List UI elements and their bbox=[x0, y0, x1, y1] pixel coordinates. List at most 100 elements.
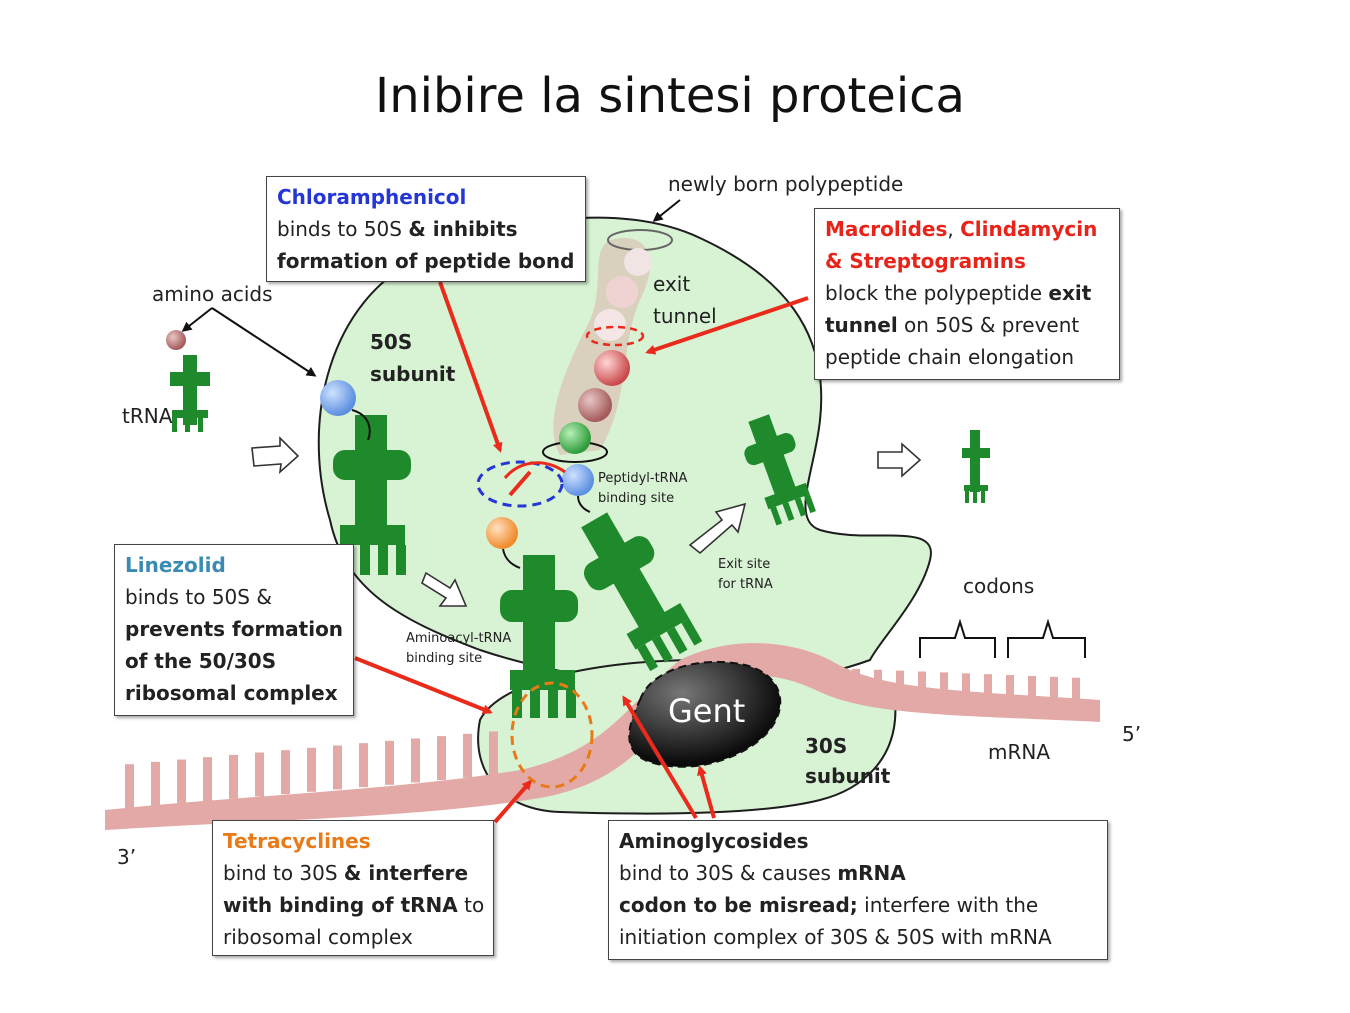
trna-exiting bbox=[744, 414, 816, 526]
mrna-tooth bbox=[1072, 677, 1080, 702]
tetracyclines-box: Tetracyclines bind to 30S & interfere wi… bbox=[212, 820, 494, 956]
amino-acid-blue bbox=[320, 380, 356, 416]
polypeptide-bead bbox=[624, 248, 652, 276]
peptidyl-site-label-1: Peptidyl-tRNA bbox=[598, 471, 688, 486]
aminoglycosides-text-bold: codon to be misread; bbox=[619, 893, 858, 917]
linezolid-arrow bbox=[354, 656, 493, 715]
gentamicin-molecule bbox=[628, 661, 782, 768]
mrna-tooth bbox=[1050, 676, 1058, 701]
macrolides-text-bold: exit bbox=[1048, 281, 1092, 305]
codon-bracket bbox=[919, 618, 996, 658]
mrna-tooth bbox=[437, 736, 446, 781]
gent-label: Gent bbox=[668, 692, 746, 730]
codons-label: codons bbox=[963, 574, 1035, 598]
chloramphenicol-arrow bbox=[438, 281, 503, 453]
linezolid-text-bold: of the 50/30S bbox=[125, 649, 277, 673]
50s-subunit-label-1: 50S bbox=[370, 330, 413, 354]
flow-arrow bbox=[421, 571, 468, 607]
newly-born-polypeptide-label: newly born polypeptide bbox=[668, 172, 904, 196]
tetracyclines-text-bold: & interfere bbox=[343, 861, 469, 885]
30s-subunit-label-2: subunit bbox=[805, 764, 891, 788]
mrna-tooth bbox=[333, 745, 342, 790]
macrolides-text-bold: tunnel bbox=[825, 313, 898, 337]
mrna-strand bbox=[105, 643, 1100, 830]
aminoglycosides-text: bind to 30S & causes bbox=[619, 861, 838, 885]
macrolides-heading-sep: , bbox=[947, 217, 961, 241]
mrna-tooth bbox=[307, 747, 316, 792]
50s-subunit-label-2: subunit bbox=[370, 362, 456, 386]
tetracyclines-arrow bbox=[493, 779, 532, 824]
mrna-tooth bbox=[1028, 675, 1036, 700]
macrolides-text: block the polypeptide bbox=[825, 281, 1049, 305]
linezolid-text: binds to 50S & bbox=[125, 585, 272, 609]
chloramphenicol-target-circle bbox=[476, 460, 564, 508]
streptogramins-heading: & Streptogramins bbox=[825, 249, 1026, 273]
tetracyclines-text: to bbox=[457, 893, 485, 917]
five-prime-label: 5’ bbox=[1122, 722, 1142, 746]
chloramphenicol-heading: Chloramphenicol bbox=[277, 185, 467, 209]
mrna-tooth bbox=[852, 668, 860, 693]
amino-acid-orange bbox=[486, 517, 518, 549]
amino-acid-free bbox=[166, 330, 186, 350]
mrna-tooth bbox=[830, 668, 838, 692]
amino-acid-pointer bbox=[181, 307, 213, 332]
polypeptide-bead bbox=[594, 309, 626, 341]
mrna-tooth bbox=[874, 669, 882, 694]
mrna-tooth bbox=[984, 674, 992, 699]
mrna-tooth bbox=[940, 672, 948, 697]
mrna-label: mRNA bbox=[988, 740, 1051, 764]
aminoglycosides-text: initiation complex of 30S & 50S with mRN… bbox=[619, 925, 1052, 949]
mrna-tooth bbox=[463, 733, 472, 778]
macrolides-heading: Macrolides bbox=[825, 217, 948, 241]
polypeptide-bead bbox=[578, 388, 612, 422]
mrna-tooth bbox=[203, 757, 212, 802]
polypeptide-pointer bbox=[652, 199, 681, 222]
chloramphenicol-box: Chloramphenicol binds to 50S & inhibits … bbox=[266, 176, 586, 282]
trna-aminoacyl-site bbox=[500, 555, 578, 718]
tetracycline-target-circle bbox=[510, 681, 594, 789]
mrna-tooth bbox=[177, 759, 186, 804]
mrna-tooth bbox=[896, 670, 904, 695]
three-prime-label: 3’ bbox=[117, 845, 137, 869]
linezolid-heading: Linezolid bbox=[125, 553, 226, 577]
mrna-tooth bbox=[962, 673, 970, 698]
linezolid-text-bold: ribosomal complex bbox=[125, 681, 338, 705]
mrna-tooth bbox=[255, 752, 264, 797]
exit-tunnel-label-2: tunnel bbox=[653, 304, 717, 328]
macrolides-text: peptide chain elongation bbox=[825, 345, 1075, 369]
mrna-tooth bbox=[125, 764, 134, 809]
trna-label: tRNA bbox=[122, 404, 173, 428]
mrna-tooth bbox=[411, 738, 420, 783]
chloramphenicol-text-bold: formation of peptide bond bbox=[277, 249, 575, 273]
chloramphenicol-text: binds to 50S bbox=[277, 217, 409, 241]
polypeptide-bead bbox=[606, 276, 638, 308]
peptide-bond-blocked-arc bbox=[503, 461, 566, 480]
tetracyclines-text: ribosomal complex bbox=[223, 925, 413, 949]
flow-arrow bbox=[877, 442, 922, 478]
tetracyclines-text: bind to 30S bbox=[223, 861, 344, 885]
mrna-tooth bbox=[385, 740, 394, 785]
flow-arrow bbox=[251, 436, 300, 475]
aminoglycosides-heading: Aminoglycosides bbox=[619, 829, 809, 853]
exit-tunnel-label-1: exit bbox=[653, 272, 691, 296]
aminoglycosides-text-bold: mRNA bbox=[837, 861, 906, 885]
linezolid-text-bold: prevents formation bbox=[125, 617, 344, 641]
linezolid-box: Linezolid binds to 50S & prevents format… bbox=[114, 544, 354, 716]
aminoacyl-site-label-2: binding site bbox=[406, 651, 483, 666]
trna-peptidyl-site bbox=[581, 512, 703, 672]
macrolides-arrow bbox=[645, 296, 809, 355]
tetracyclines-text-bold: with binding of tRNA bbox=[223, 893, 458, 917]
trna-entering bbox=[333, 415, 411, 575]
30s-subunit-label-1: 30S bbox=[805, 734, 848, 758]
aminoglycosides-arrow-1 bbox=[622, 695, 698, 820]
amino-acid-peptidyl bbox=[562, 464, 594, 496]
exit-site-label-2: for tRNA bbox=[718, 577, 773, 592]
trna-free-left bbox=[170, 355, 210, 432]
amino-acid-pointer bbox=[211, 307, 317, 377]
clindamycin-heading: Clindamycin bbox=[960, 217, 1098, 241]
tetracyclines-heading: Tetracyclines bbox=[223, 829, 371, 853]
exit-site-label-1: Exit site bbox=[718, 557, 771, 572]
aminoglycosides-arrow-2 bbox=[697, 765, 716, 819]
trna-free-right bbox=[962, 430, 990, 503]
